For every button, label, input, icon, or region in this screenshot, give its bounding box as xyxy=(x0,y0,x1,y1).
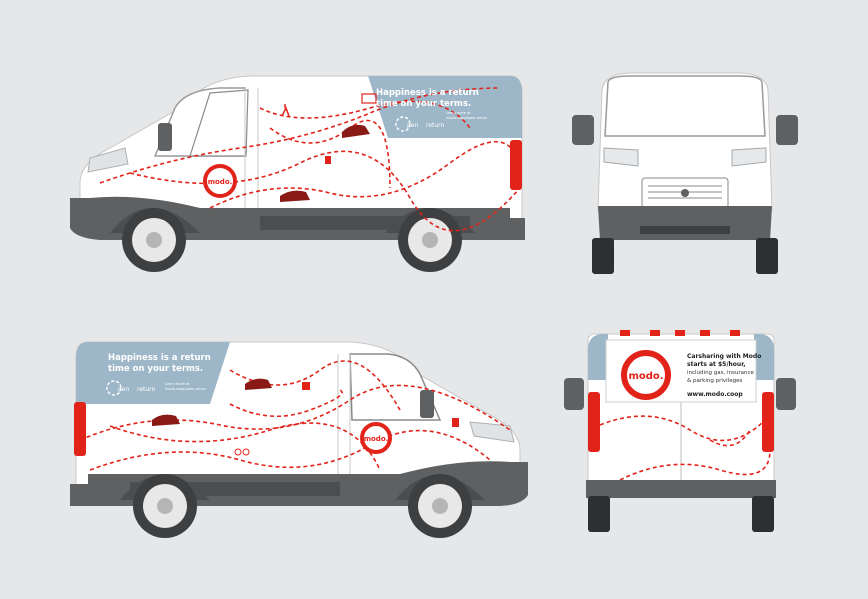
rear-detail-1: including gas, insurance xyxy=(687,370,755,376)
front-wheel xyxy=(122,208,186,272)
rear-headline-1: Carsharing with Modo xyxy=(687,353,761,360)
blue-ad-panel xyxy=(368,76,522,138)
rear-url: www.modo.coop xyxy=(687,391,743,398)
fine-print: Learn more at xyxy=(446,111,471,115)
left-mirror xyxy=(572,115,594,145)
car-icon xyxy=(280,190,310,202)
tail-light xyxy=(74,402,86,456)
tail-light xyxy=(510,140,522,190)
van-front-view xyxy=(572,72,798,274)
svg-text:modo.: modo. xyxy=(628,371,663,382)
coffee-cup-icon xyxy=(452,418,459,427)
left-tire xyxy=(592,238,614,274)
modo-logo-icon: modo. xyxy=(621,350,671,400)
bag-icon xyxy=(302,382,310,390)
fine-print-url: modo.coop/open-return xyxy=(165,387,206,391)
front-wheel xyxy=(408,474,472,538)
cyclist-icon xyxy=(234,448,250,456)
rear-bumper xyxy=(586,480,776,498)
route-lines xyxy=(99,87,501,184)
car-icon xyxy=(342,124,370,138)
open-return-logo-icon: pen return xyxy=(395,116,445,132)
side-mirror xyxy=(420,390,434,418)
car-icon xyxy=(245,378,272,390)
route-lines xyxy=(599,415,766,442)
svg-text:return: return xyxy=(426,122,445,129)
right-tire xyxy=(756,238,778,274)
right-rear-tire xyxy=(752,496,774,532)
tagline-line-1: Happiness is a return xyxy=(376,88,479,98)
open-return-logo-icon: pen return xyxy=(106,380,156,396)
coffee-cup-icon xyxy=(325,156,331,164)
van-rear-view: modo. Carsharing with Modo starts at $5/… xyxy=(564,330,796,532)
roof-markers xyxy=(620,330,740,336)
modo-badge-icon: modo. xyxy=(203,164,237,198)
svg-text:pen: pen xyxy=(407,122,419,129)
tagline-line-1: Happiness is a return xyxy=(108,353,211,363)
svg-text:return: return xyxy=(137,386,156,393)
svg-text:pen: pen xyxy=(118,386,130,393)
fine-print-url: modo.coop/open-return xyxy=(446,116,487,120)
modo-badge-icon: modo. xyxy=(360,422,392,454)
svg-text:modo.: modo. xyxy=(364,435,389,443)
left-tail-light xyxy=(588,392,600,452)
car-icon xyxy=(152,414,180,426)
rear-detail-2: & parking privileges xyxy=(687,378,742,384)
rear-wheel xyxy=(398,208,462,272)
svg-text:modo.: modo. xyxy=(208,178,233,186)
blue-ad-panel xyxy=(76,342,230,404)
side-mirror xyxy=(158,123,172,151)
windshield xyxy=(604,75,766,137)
sign-icon xyxy=(361,93,377,104)
right-tail-light xyxy=(762,392,774,452)
van-side-view-front-right: modo. Happiness is a return time on your… xyxy=(70,341,528,538)
rear-wheel xyxy=(133,474,197,538)
tagline-line-2: time on your terms. xyxy=(376,99,471,109)
fine-print: Learn more at xyxy=(165,382,190,386)
front-bumper xyxy=(598,206,772,240)
tagline-line-2: time on your terms. xyxy=(108,364,203,374)
route-lines xyxy=(79,384,511,441)
van-side-view-front-left: modo. Happiness is a return time on your… xyxy=(70,75,525,272)
left-rear-tire xyxy=(588,496,610,532)
right-mirror xyxy=(776,115,798,145)
hiker-icon xyxy=(281,104,290,117)
right-mirror xyxy=(776,378,796,410)
rear-headline-2: starts at $5/hour, xyxy=(687,361,746,368)
left-mirror xyxy=(564,378,584,410)
